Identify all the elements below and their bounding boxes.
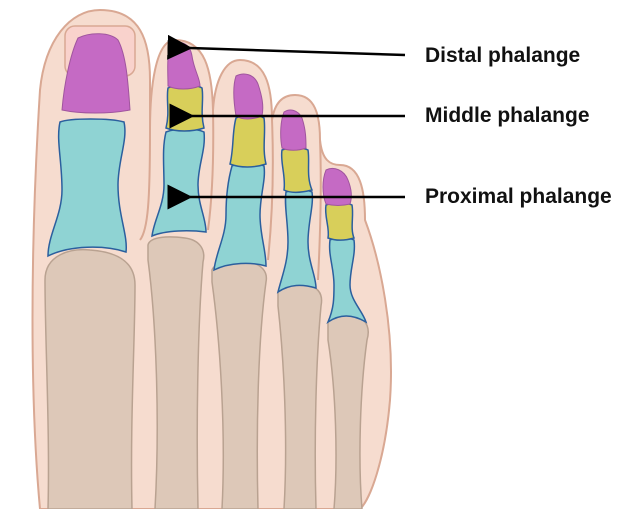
distal-phalange-label: Distal phalange — [425, 45, 580, 66]
distal-arrow — [190, 48, 405, 55]
proximal-phalange-label: Proximal phalange — [425, 186, 612, 207]
middle-phalange-label: Middle phalange — [425, 105, 590, 126]
